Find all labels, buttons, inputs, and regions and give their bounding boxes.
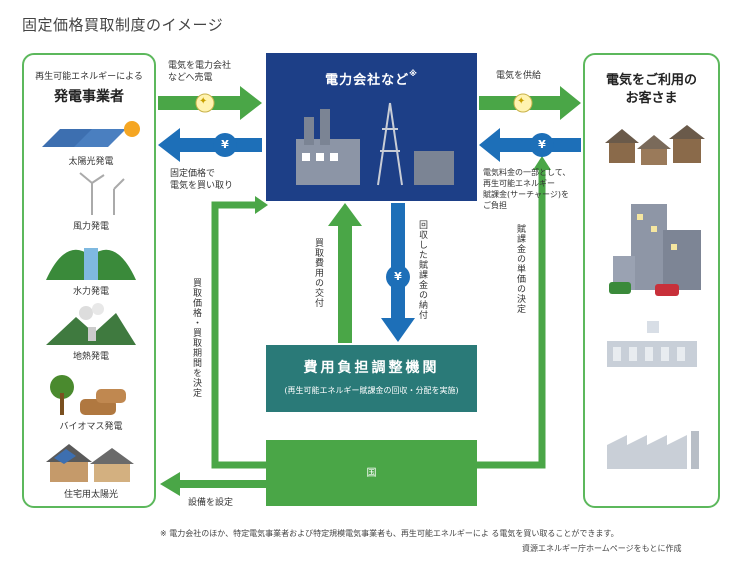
setsubi-arrow [160,472,266,496]
yen-icon: ¥ [538,138,546,151]
generator-wind-label: 風力発電 [72,222,109,232]
power-company-box: 電力会社など※ [266,53,477,201]
government-box: 国 [266,440,477,506]
houses-icon [605,125,705,165]
stadium-icon [607,321,697,367]
wind-turbine-icon [79,172,125,215]
surcharge-label-line4: ご負担 [483,201,507,210]
yen-icon: ¥ [394,270,402,283]
kaishu-label: 回収した賦課金の納付 [417,220,427,320]
generator-solar-label: 太陽光発電 [68,157,114,167]
generators-header-small: 再生可能エネルギーによる [35,72,143,82]
kakaku-label: 買取価格・買取期間を決定 [191,278,201,398]
kikan-subtitle: (再生可能エネルギー賦課金の回収・分配を実施) [284,386,459,395]
generators-header: 発電事業者 [54,89,124,105]
kaitori-hiyo-label: 買取費用の交付 [313,238,323,308]
sell-label-line1: 電気を電力会社 [168,61,232,71]
page-title: 固定価格買取制度のイメージ [22,16,224,34]
generator-residential-label: 住宅用太陽光 [63,490,118,500]
power-company-title: 電力会社など※ [325,69,418,88]
house-solar-icon [46,444,134,482]
factory-icon [607,431,699,469]
power-plant-icon [296,102,454,186]
buy-arrow [158,128,262,162]
surcharge-label-line1: 電気料金の一部として、 [483,168,571,177]
sell-label-line2: などへ売電 [168,73,213,83]
generators-panel: 再生可能エネルギーによる 発電事業者 太陽光発電 風力発電 水力発電 地熱発電 … [22,53,156,508]
generator-geothermal-label: 地熱発電 [72,352,109,362]
generator-biomass-label: バイオマス発電 [59,422,123,432]
buy-label-line1: 固定価格で [170,169,216,179]
yen-icon: ¥ [221,138,229,151]
geothermal-icon [46,303,136,345]
office-building-icon [609,204,701,296]
tanka-line [477,163,546,469]
bulb-icon: ✦ [199,96,208,107]
bulb-icon: ✦ [517,96,526,107]
customers-title-line1: 電気をご利用の [605,73,697,88]
customers-title-line2: お客さま [625,91,678,106]
tanka-label: 賦課金の単価の決定 [515,224,525,314]
setsubi-label: 設備を設定 [188,498,234,508]
buy-label-line2: 電気を買い取り [170,181,234,191]
kikan-title: 費用負担調整機関 [303,360,440,376]
kaitori-arrow [328,203,362,343]
surcharge-label-line3: 賦課金(サーチャージ)を [483,190,570,199]
footnote-line1: ※ 電力会社のほか、特定電気事業者および特定規模電気事業者も、再生可能エネルギー… [160,529,619,538]
supply-label: 電気を供給 [496,71,542,81]
generator-hydro-label: 水力発電 [72,287,109,297]
government-label: 国 [366,468,377,479]
biomass-icon [50,375,126,415]
surcharge-label-line2: 再生可能エネルギー [483,179,555,188]
footnote-source: 資源エネルギー庁ホームページをもとに作成 [522,544,682,553]
solar-panel-icon [42,121,140,147]
kakaku-line [211,201,266,469]
cost-adjustment-organization-box: 費用負担調整機関 (再生可能エネルギー賦課金の回収・分配を実施) [266,345,477,412]
customers-panel: 電気をご利用の お客さま [583,53,720,508]
hydro-dam-icon [46,248,136,280]
